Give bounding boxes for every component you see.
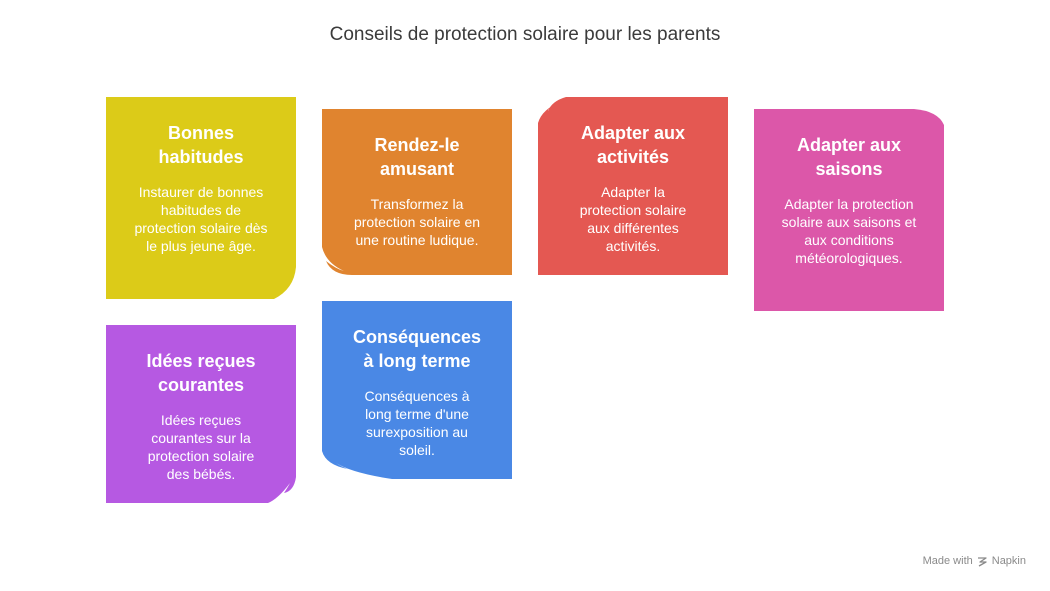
made-with-label: Made with <box>922 555 973 567</box>
card-rendez-le-amusant: Rendez-le amusant Transformez la protect… <box>322 109 512 275</box>
card-background <box>106 97 296 299</box>
card-text: Adapter la protection solaire aux différ… <box>579 184 687 254</box>
footer-attribution: Made with Napkin <box>923 555 1026 567</box>
card-title: Rendez-le amusant <box>374 135 460 179</box>
card-shape <box>322 109 512 275</box>
card-title: Adapter aux saisons <box>796 135 902 179</box>
card-bonnes-habitudes: Bonnes habitudes Instaurer de bonnes hab… <box>106 97 296 299</box>
card-background <box>754 109 944 311</box>
card-text: Adapter la protection solaire aux saison… <box>781 196 917 266</box>
card-shape <box>538 97 728 275</box>
card-shape <box>322 301 512 479</box>
card-text: Instaurer de bonnes habitudes de protect… <box>134 184 268 254</box>
card-shape <box>106 325 296 503</box>
card-background <box>322 109 512 275</box>
card-text: Transformez la protection solaire en une… <box>353 196 481 248</box>
napkin-brand-label: Napkin <box>991 555 1026 567</box>
card-text: Conséquences à long terme d'une surexpos… <box>364 388 470 458</box>
card-text: Idées reçues courantes sur la protection… <box>147 412 255 482</box>
napkin-logo-icon <box>977 556 987 567</box>
page-title: Conseils de protection solaire pour les … <box>329 24 721 45</box>
card-adapter-activites: Adapter aux activités Adapter la protect… <box>538 97 728 275</box>
card-shape <box>106 97 296 299</box>
card-background <box>322 301 512 479</box>
card-consequences: Conséquences à long terme Conséquences à… <box>322 301 512 479</box>
card-adapter-saisons: Adapter aux saisons Adapter la protectio… <box>754 109 944 311</box>
card-shape <box>754 109 944 311</box>
card-background <box>538 97 728 275</box>
card-title: Idées reçues courantes <box>146 351 256 395</box>
card-idees-recues: Idées reçues courantes Idées reçues cour… <box>106 325 296 503</box>
card-background <box>106 325 296 503</box>
card-title: Conséquences à long terme <box>352 327 482 371</box>
card-title: Bonnes habitudes <box>158 123 244 167</box>
card-title: Adapter aux activités <box>580 123 686 167</box>
